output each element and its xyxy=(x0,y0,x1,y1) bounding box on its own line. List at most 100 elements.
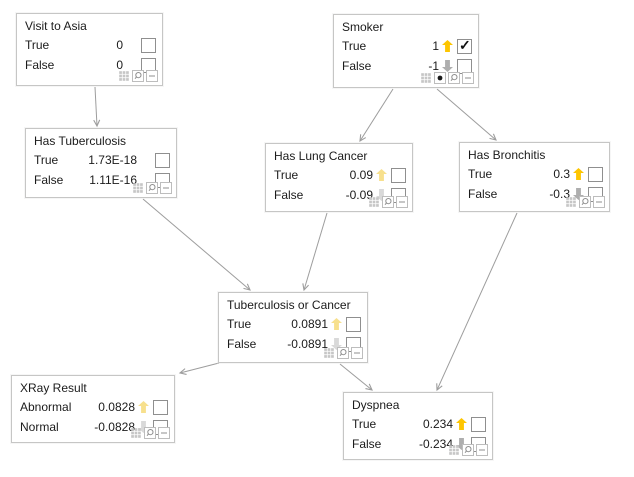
state-value: 0.09 xyxy=(349,168,373,182)
node-toolbar xyxy=(118,70,158,82)
node-toolbar xyxy=(132,182,172,194)
state-row: True 1 xyxy=(342,36,472,56)
node-xray-result[interactable]: XRay Result Abnormal 0.0828 Normal -0.08… xyxy=(11,375,175,443)
grid-icon[interactable] xyxy=(565,196,577,208)
state-checkbox[interactable] xyxy=(141,37,156,53)
trend-arrow-icon xyxy=(331,318,342,330)
state-value: 0.0891 xyxy=(291,317,328,331)
state-value: -0.234 xyxy=(418,437,453,451)
zoom-icon[interactable] xyxy=(337,347,349,359)
state-checkbox[interactable] xyxy=(391,167,406,183)
state-checkbox[interactable] xyxy=(471,416,486,432)
state-row: True 0.3 xyxy=(468,164,603,184)
zoom-icon[interactable] xyxy=(144,427,156,439)
state-label: False xyxy=(227,337,257,351)
zoom-icon[interactable] xyxy=(132,70,144,82)
node-smoker[interactable]: Smoker True 1 False -1 xyxy=(333,14,479,88)
state-row: False -1 xyxy=(342,56,472,76)
minus-icon[interactable] xyxy=(351,347,363,359)
state-value: 0 xyxy=(116,38,123,52)
edge-has-lung-cancer-to-tuberculosis-or-cancer xyxy=(302,212,328,292)
state-label: Abnormal xyxy=(20,400,72,414)
edge-tuberculosis-or-cancer-to-dyspnea xyxy=(339,363,373,391)
minus-icon[interactable] xyxy=(593,196,605,208)
node-title: Tuberculosis or Cancer xyxy=(227,298,351,312)
state-label: False xyxy=(274,188,304,202)
node-dyspnea[interactable]: Dyspnea True 0.234 False -0.234 xyxy=(343,392,493,460)
node-title: Smoker xyxy=(342,20,384,34)
state-label: Normal xyxy=(20,420,59,434)
state-value: 1.11E-16 xyxy=(89,173,137,187)
edge-has-tuberculosis-to-tuberculosis-or-cancer xyxy=(142,198,251,291)
state-value: 0.0828 xyxy=(98,400,135,414)
minus-icon[interactable] xyxy=(476,444,488,456)
state-value: -0.0828 xyxy=(94,420,135,434)
state-label: False xyxy=(342,59,372,73)
state-checkbox[interactable] xyxy=(346,316,361,332)
dot-icon[interactable] xyxy=(434,72,446,84)
zoom-icon[interactable] xyxy=(579,196,591,208)
grid-icon[interactable] xyxy=(118,70,130,82)
minus-icon[interactable] xyxy=(146,70,158,82)
edge-tuberculosis-or-cancer-to-xray-result xyxy=(178,362,220,375)
node-title: Has Lung Cancer xyxy=(274,149,368,163)
grid-icon[interactable] xyxy=(448,444,460,456)
state-row: Abnormal 0.0828 xyxy=(20,397,168,417)
state-checkbox[interactable] xyxy=(155,152,170,168)
grid-icon[interactable] xyxy=(323,347,335,359)
grid-icon[interactable] xyxy=(420,72,432,84)
grid-icon[interactable] xyxy=(130,427,142,439)
zoom-icon[interactable] xyxy=(382,196,394,208)
state-value: -0.0891 xyxy=(287,337,328,351)
node-visit-to-asia[interactable]: Visit to Asia True 0 False 0 xyxy=(16,13,163,86)
state-value: 0.234 xyxy=(422,417,453,431)
state-label: True xyxy=(352,417,377,431)
state-label: False xyxy=(25,58,55,72)
node-has-tuberculosis[interactable]: Has Tuberculosis True 1.73E-18 False 1.1… xyxy=(25,128,177,198)
state-row: True 0.234 xyxy=(352,414,486,434)
state-label: False xyxy=(352,437,382,451)
state-checkbox[interactable] xyxy=(588,166,603,182)
state-row: True 0 xyxy=(25,35,156,55)
minus-icon[interactable] xyxy=(462,72,474,84)
node-toolbar xyxy=(420,72,474,84)
minus-icon[interactable] xyxy=(396,196,408,208)
edge-smoker-to-has-lung-cancer xyxy=(359,88,394,143)
zoom-icon[interactable] xyxy=(448,72,460,84)
trend-arrow-icon xyxy=(138,401,149,413)
state-row: True 0.0891 xyxy=(227,314,361,334)
grid-icon[interactable] xyxy=(368,196,380,208)
zoom-icon[interactable] xyxy=(462,444,474,456)
node-has-bronchitis[interactable]: Has Bronchitis True 0.3 False -0.3 xyxy=(459,142,610,212)
trend-arrow-icon xyxy=(442,40,453,52)
state-label: True xyxy=(342,39,367,53)
state-label: True xyxy=(468,167,493,181)
state-value: -0.09 xyxy=(345,188,373,202)
state-checkbox[interactable] xyxy=(153,399,168,415)
edge-has-bronchitis-to-dyspnea xyxy=(436,212,518,392)
state-label: True xyxy=(274,168,299,182)
node-title: Has Tuberculosis xyxy=(34,134,127,148)
state-checkbox[interactable] xyxy=(457,37,472,54)
state-label: True xyxy=(227,317,252,331)
node-title: Dyspnea xyxy=(352,398,400,412)
trend-arrow-icon xyxy=(442,60,453,72)
grid-icon[interactable] xyxy=(132,182,144,194)
node-title: Visit to Asia xyxy=(25,19,87,33)
node-has-lung-cancer[interactable]: Has Lung Cancer True 0.09 False -0.09 xyxy=(265,143,413,212)
state-row: True 1.73E-18 xyxy=(34,150,170,170)
state-value: 1 xyxy=(432,39,439,53)
state-label: False xyxy=(468,187,498,201)
state-value: 0 xyxy=(116,58,123,72)
zoom-icon[interactable] xyxy=(146,182,158,194)
node-title: XRay Result xyxy=(20,381,87,395)
trend-arrow-icon xyxy=(376,169,387,181)
node-title: Has Bronchitis xyxy=(468,148,546,162)
minus-icon[interactable] xyxy=(158,427,170,439)
state-label: False xyxy=(34,173,64,187)
node-tuberculosis-or-cancer[interactable]: Tuberculosis or Cancer True 0.0891 False… xyxy=(218,292,368,363)
minus-icon[interactable] xyxy=(160,182,172,194)
state-row: False -0.09 xyxy=(274,185,406,205)
trend-arrow-icon xyxy=(573,168,584,180)
